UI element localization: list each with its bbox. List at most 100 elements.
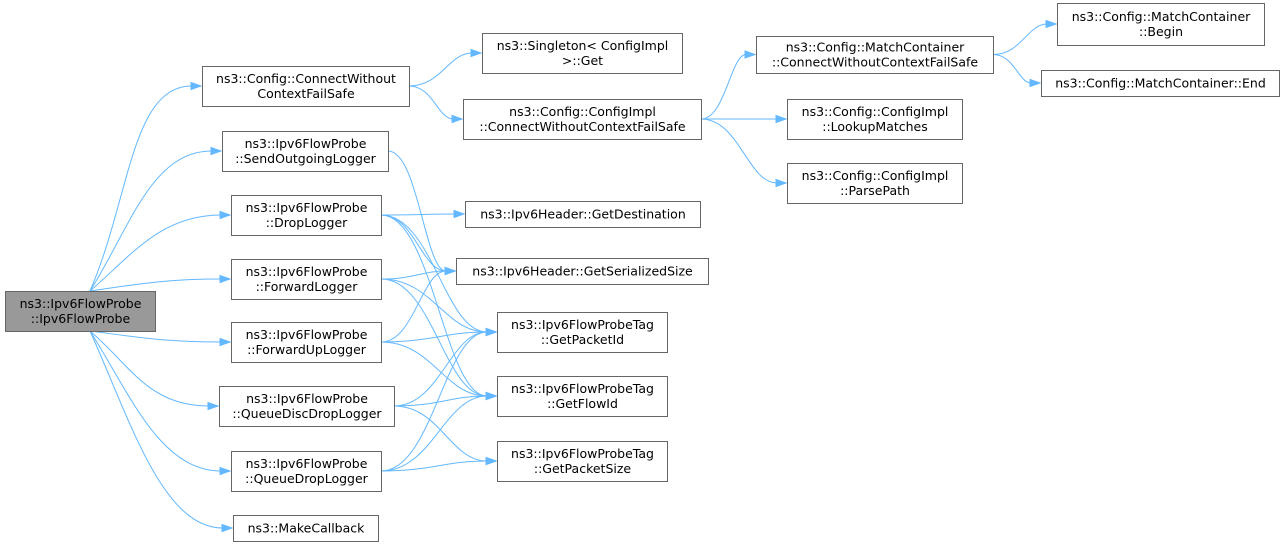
edge-line xyxy=(393,395,488,407)
node-label-line: ::GetFlowId xyxy=(547,396,618,411)
node-box xyxy=(1057,3,1265,46)
node-box xyxy=(497,376,668,417)
node-label-line: ::LookupMatches xyxy=(822,119,928,134)
edge-arrowhead xyxy=(775,114,788,124)
node-box xyxy=(787,163,963,204)
node-getSer[interactable]: ns3::Ipv6Header::GetSerializedSize xyxy=(456,258,709,285)
node-label-line: ns3::Config::MatchContainer xyxy=(1072,9,1251,24)
edge-arrowhead xyxy=(219,274,232,284)
node-root[interactable]: ns3::Ipv6FlowProbe::Ipv6FlowProbe xyxy=(5,291,156,332)
edge-root-to-makeCb xyxy=(89,330,234,533)
node-cwcfs[interactable]: ns3::Config::ConnectWithoutContextFailSa… xyxy=(202,66,410,107)
edge-line xyxy=(380,331,488,472)
edge-arrowhead xyxy=(451,114,464,124)
node-end[interactable]: ns3::Config::MatchContainer::End xyxy=(1041,70,1280,97)
node-getPktId[interactable]: ns3::Ipv6FlowProbeTag::GetPacketId xyxy=(497,312,668,353)
node-begin[interactable]: ns3::Config::MatchContainer::Begin xyxy=(1057,3,1265,46)
edge-root-to-qdrop xyxy=(89,330,232,476)
node-label-line: ns3::Config::ConfigImpl xyxy=(802,168,949,183)
node-box xyxy=(219,386,395,427)
edge-implCwcfs-to-lookup xyxy=(700,114,788,124)
node-label-line: ContextFailSafe xyxy=(257,86,355,101)
edge-arrowhead xyxy=(444,266,457,276)
edge-arrowhead xyxy=(207,401,220,411)
node-box xyxy=(5,291,156,332)
node-box xyxy=(787,99,963,140)
edge-fwdUp-to-getFlowId xyxy=(380,341,498,401)
edge-line xyxy=(89,330,210,407)
edge-fwdUp-to-getSer xyxy=(380,266,457,343)
node-qdrop[interactable]: ns3::Ipv6FlowProbe::QueueDropLogger xyxy=(231,451,382,492)
edge-line xyxy=(700,118,778,184)
edge-root-to-cwcfs xyxy=(89,81,203,292)
call-graph-nodes: ns3::Ipv6FlowProbe::Ipv6FlowProbe ns3::Co… xyxy=(5,3,1280,542)
edge-qdisc-to-getPktSize xyxy=(393,405,498,466)
node-box xyxy=(202,66,410,107)
node-mcCwcfs[interactable]: ns3::Config::MatchContainer::ConnectWith… xyxy=(756,36,994,74)
node-box xyxy=(231,195,382,236)
node-sendOut[interactable]: ns3::Ipv6FlowProbe::SendOutgoingLogger xyxy=(222,131,389,172)
edge-line xyxy=(89,330,224,529)
node-label-line: ns3::Ipv6FlowProbe xyxy=(246,456,368,471)
edge-line xyxy=(89,330,222,343)
node-label-line: ::ParsePath xyxy=(840,183,910,198)
node-label-line: ns3::Ipv6Header::GetSerializedSize xyxy=(472,264,693,279)
edge-line xyxy=(380,395,488,472)
edge-arrowhead xyxy=(485,327,498,337)
node-label-line: ::GetPacketId xyxy=(541,332,624,347)
node-label-line: ns3::Config::MatchContainer::End xyxy=(1055,76,1266,91)
node-label-line: ns3::Ipv6Header::GetDestination xyxy=(480,207,686,222)
node-singleton[interactable]: ns3::Singleton< ConfigImpl>::Get xyxy=(482,33,683,74)
edge-line xyxy=(380,331,488,343)
edge-mcCwcfs-to-begin xyxy=(992,19,1058,55)
edge-line xyxy=(89,278,222,292)
edge-line xyxy=(700,54,747,120)
node-drop[interactable]: ns3::Ipv6FlowProbe::DropLogger xyxy=(231,195,382,236)
node-label-line: ::Begin xyxy=(1139,24,1183,39)
call-graph-edges xyxy=(89,19,1058,533)
node-label-line: ::ConnectWithoutContextFailSafe xyxy=(479,119,686,134)
edge-line xyxy=(380,270,447,343)
edge-cwcfs-to-singleton xyxy=(408,48,483,87)
node-label-line: ::DropLogger xyxy=(266,215,348,230)
edge-line xyxy=(380,460,488,472)
node-label-line: ns3::Ipv6FlowProbe xyxy=(20,296,142,311)
edge-cwcfs-to-implCwcfs xyxy=(408,85,464,124)
node-box xyxy=(465,201,701,228)
node-fwd[interactable]: ns3::Ipv6FlowProbe::ForwardLogger xyxy=(231,259,382,300)
edge-arrowhead xyxy=(470,48,483,58)
edge-root-to-fwdUp xyxy=(89,330,232,347)
edge-mcCwcfs-to-end xyxy=(992,54,1042,88)
node-box xyxy=(233,515,379,542)
edge-fwd-to-getPktId xyxy=(380,278,498,337)
edge-line xyxy=(408,52,473,87)
node-box xyxy=(222,131,389,172)
node-label-line: ::Ipv6FlowProbe xyxy=(31,311,131,326)
edge-arrowhead xyxy=(485,456,498,466)
node-lookup[interactable]: ns3::Config::ConfigImpl::LookupMatches xyxy=(787,99,963,140)
node-getDest[interactable]: ns3::Ipv6Header::GetDestination xyxy=(465,201,701,228)
edge-drop-to-getDest xyxy=(380,209,466,219)
node-label-line: ::QueueDropLogger xyxy=(245,471,369,486)
node-label-line: ns3::Singleton< ConfigImpl xyxy=(497,38,669,53)
node-qdisc[interactable]: ns3::Ipv6FlowProbe::QueueDiscDropLogger xyxy=(219,386,395,427)
node-getFlowId[interactable]: ns3::Ipv6FlowProbeTag::GetFlowId xyxy=(497,376,668,417)
node-label-line: ::SendOutgoingLogger xyxy=(235,151,376,166)
edge-arrowhead xyxy=(219,210,232,220)
edge-line xyxy=(380,270,447,280)
node-box xyxy=(231,451,382,492)
node-getPktSize[interactable]: ns3::Ipv6FlowProbeTag::GetPacketSize xyxy=(497,441,668,482)
node-label-line: ns3::Ipv6FlowProbe xyxy=(246,391,368,406)
node-parse[interactable]: ns3::Config::ConfigImpl::ParsePath xyxy=(787,163,963,204)
node-label-line: ::QueueDiscDropLogger xyxy=(232,406,382,421)
node-makeCb[interactable]: ns3::MakeCallback xyxy=(233,515,379,542)
node-box xyxy=(497,441,668,482)
node-implCwcfs[interactable]: ns3::Config::ConfigImpl::ConnectWithoutC… xyxy=(463,99,702,140)
edge-qdrop-to-getPktId xyxy=(380,327,498,472)
node-box xyxy=(756,36,994,74)
node-fwdUp[interactable]: ns3::Ipv6FlowProbe::ForwardUpLogger xyxy=(231,322,382,363)
edge-line xyxy=(380,213,456,216)
node-box xyxy=(497,312,668,353)
node-label-line: ns3::Config::ConfigImpl xyxy=(802,104,949,119)
